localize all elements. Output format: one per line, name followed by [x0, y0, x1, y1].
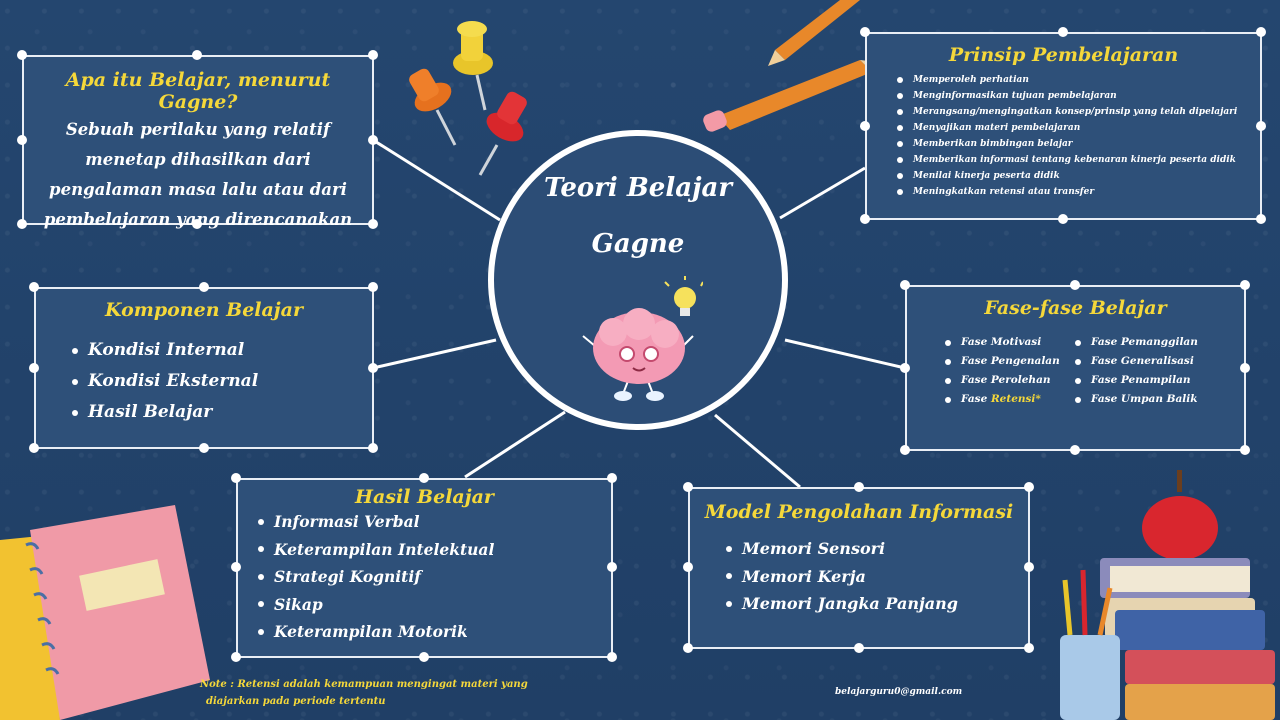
connector-prinsip: [779, 166, 866, 220]
connector-fase: [784, 338, 906, 370]
model-pengolahan-box: Model Pengolahan Informasi Memori Sensor…: [688, 487, 1030, 649]
prinsip-pembelajaran-box: Prinsip Pembelajaran Memperoleh perhatia…: [865, 32, 1262, 220]
connector-apa-itu: [372, 138, 501, 222]
connector-model: [714, 413, 801, 489]
list-item: Sikap: [258, 591, 611, 619]
list-item: Fase Pengenalan: [945, 352, 1075, 371]
connector-komponen: [372, 338, 497, 370]
list-item: Menilai kinerja peserta didik: [897, 168, 1260, 184]
komponen-title: Komponen Belajar: [104, 299, 304, 321]
center-circle: Teori Belajar Gagne: [488, 130, 788, 430]
center-title-line2: Gagne: [591, 229, 685, 259]
apa-itu-line: pengalaman masa lalu atau dari: [49, 180, 347, 199]
list-item: Meningkatkan retensi atau transfer: [897, 184, 1260, 200]
pencils-icon: [703, 0, 878, 132]
list-item: Menyajikan materi pembelajaran: [897, 120, 1260, 136]
list-item: Kondisi Eksternal: [72, 366, 372, 397]
list-item: Kondisi Internal: [72, 335, 372, 366]
notebook-icon: [0, 505, 210, 720]
prinsip-list: Memperoleh perhatian Menginformasikan tu…: [897, 72, 1260, 200]
list-item: Fase Motivasi: [945, 333, 1075, 352]
books-apple-icon: [1060, 470, 1275, 720]
note-line1: Note : Retensi adalah kemampuan menginga…: [200, 679, 528, 690]
brain-lightbulb-icon: [582, 276, 704, 401]
list-item: Menginformasikan tujuan pembelajaran: [897, 88, 1260, 104]
fase-columns: Fase Motivasi Fase Pengenalan Fase Perol…: [945, 333, 1244, 409]
hasil-title: Hasil Belajar: [355, 486, 494, 508]
note-line2: diajarkan pada periode tertentu: [206, 696, 386, 707]
komponen-belajar-box: Komponen Belajar Kondisi Internal Kondis…: [34, 287, 374, 449]
hasil-belajar-box: Hasil Belajar Informasi Verbal Keterampi…: [236, 478, 613, 658]
prinsip-title: Prinsip Pembelajaran: [948, 44, 1179, 66]
list-item: Memori Jangka Panjang: [726, 590, 1028, 618]
hasil-list: Informasi Verbal Keterampilan Intelektua…: [258, 508, 611, 646]
list-item: Informasi Verbal: [258, 508, 611, 536]
list-item: Fase Umpan Balik: [1075, 390, 1198, 409]
list-item: Memberikan bimbingan belajar: [897, 136, 1260, 152]
list-item: Keterampilan Motorik: [258, 618, 611, 646]
center-title-line1: Teori Belajar: [543, 173, 733, 203]
list-item: Memberikan informasi tentang kebenaran k…: [897, 152, 1260, 168]
apa-itu-line: menetap dihasilkan dari: [85, 150, 311, 169]
fase-list-col1: Fase Motivasi Fase Pengenalan Fase Perol…: [945, 333, 1075, 409]
model-list: Memori Sensori Memori Kerja Memori Jangk…: [726, 535, 1028, 618]
apa-itu-definition: Sebuah perilaku yang relatif menetap dih…: [24, 115, 372, 235]
apa-itu-title: Apa itu Belajar, menurut Gagne?: [65, 69, 331, 113]
list-item: Merangsang/mengingatkan konsep/prinsip y…: [897, 104, 1260, 120]
author-email: belajarguru0@gmail.com: [835, 687, 963, 697]
fase-fase-belajar-box: Fase-fase Belajar Fase Motivasi Fase Pen…: [905, 285, 1246, 451]
list-item: Fase Perolehan: [945, 371, 1075, 390]
fase-title: Fase-fase Belajar: [984, 297, 1167, 319]
list-item: Fase Retensi*: [945, 390, 1075, 409]
list-item: Memori Sensori: [726, 535, 1028, 563]
list-item: Memperoleh perhatian: [897, 72, 1260, 88]
model-title: Model Pengolahan Informasi: [704, 501, 1014, 523]
fase-list-col2: Fase Pemanggilan Fase Generalisasi Fase …: [1075, 333, 1198, 409]
list-item: Keterampilan Intelektual: [258, 536, 611, 564]
list-item: Strategi Kognitif: [258, 563, 611, 591]
list-item: Fase Penampilan: [1075, 371, 1198, 390]
connector-hasil: [464, 410, 566, 479]
list-item: Memori Kerja: [726, 563, 1028, 591]
retensi-note: Note : Retensi adalah kemampuan menginga…: [200, 676, 560, 710]
fase-retensi-highlight: Retensi*: [990, 393, 1041, 405]
fase-retensi-prefix: Fase: [961, 393, 991, 405]
apa-itu-belajar-box: Apa itu Belajar, menurut Gagne? Sebuah p…: [22, 55, 374, 229]
push-pins-icon: [409, 21, 527, 176]
list-item: Hasil Belajar: [72, 397, 372, 428]
komponen-list: Kondisi Internal Kondisi Eksternal Hasil…: [72, 335, 372, 428]
center-title: Teori Belajar Gagne: [494, 160, 782, 272]
apa-itu-line: Sebuah perilaku yang relatif: [65, 120, 331, 139]
list-item: Fase Pemanggilan: [1075, 333, 1198, 352]
list-item: Fase Generalisasi: [1075, 352, 1198, 371]
